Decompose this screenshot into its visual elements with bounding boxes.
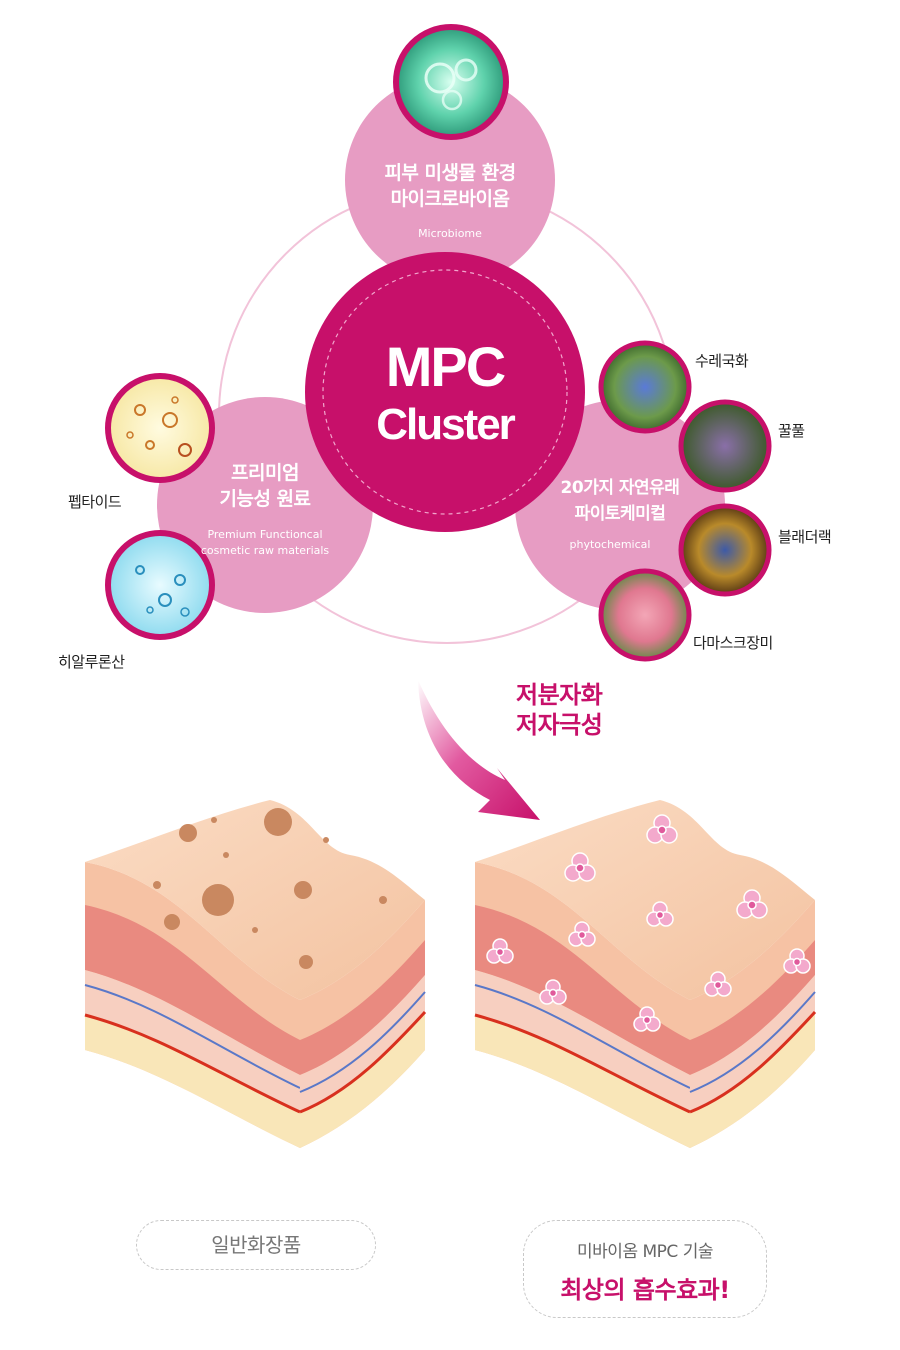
- phyto-subtitle: phytochemical: [569, 538, 651, 551]
- premium-subtitle: Premium Functioncal cosmetic raw materia…: [165, 527, 365, 559]
- label-selfheal: 꿀풀: [778, 422, 805, 440]
- arrow-caption: 저분자화 저자극성: [516, 680, 603, 740]
- label-damask-rose: 다마스크장미: [693, 634, 773, 652]
- selfheal-photo: [678, 399, 772, 493]
- peptide-photo: [105, 373, 215, 483]
- microbiome-title: 피부 미생물 환경 마이크로바이옴: [350, 160, 550, 212]
- arrow-caption-line2: 저자극성: [516, 711, 603, 739]
- bladderwrack-photo: [678, 503, 772, 597]
- premium-subtitle-line2: cosmetic raw materials: [200, 544, 330, 557]
- label-hyaluronic: 히알루론산: [58, 653, 125, 671]
- caption-mpc-line2: 최상의 흡수효과!: [560, 1276, 730, 1304]
- caption-mpc: 미바이옴 MPC 기술 최상의 흡수효과!: [523, 1220, 767, 1318]
- hyaluronic-photo: [105, 530, 215, 640]
- premium-title-line1: 프리미엄: [231, 462, 299, 484]
- cornflower-photo: [598, 340, 692, 434]
- microbiome-subtitle: Microbiome: [418, 227, 482, 240]
- arrow-caption-line1: 저분자화: [516, 681, 603, 709]
- phyto-title-line2: 파이토케미컬: [574, 504, 666, 524]
- center-dashed-ring: [322, 269, 568, 515]
- microbiome-title-line2: 마이크로바이옴: [390, 188, 510, 210]
- center-title-line1: MPC: [385, 335, 506, 398]
- skin-block-general: [84, 800, 427, 1148]
- caption-general-text: 일반화장품: [211, 1233, 301, 1257]
- premium-subtitle-line1: Premium Functioncal: [207, 528, 323, 541]
- center-circle: [305, 252, 585, 532]
- premium-title: 프리미엄 기능성 원료: [165, 460, 365, 512]
- skin-block-mpc: [474, 800, 817, 1148]
- caption-mpc-line1: 미바이옴 MPC 기술: [577, 1242, 713, 1262]
- caption-general: 일반화장품: [136, 1220, 376, 1270]
- microbiome-title-line1: 피부 미생물 환경: [384, 162, 516, 184]
- label-bladderwrack: 블래더랙: [778, 528, 832, 546]
- premium-title-line2: 기능성 원료: [219, 488, 311, 510]
- label-cornflower: 수레국화: [695, 352, 749, 370]
- label-peptide: 펩타이드: [68, 493, 122, 511]
- damask-rose-photo: [598, 568, 692, 662]
- phyto-title: 20가지 자연유래 파이토케미컬: [530, 475, 710, 527]
- mpc-particles: [486, 814, 811, 1032]
- microbiome-circle: [345, 75, 555, 285]
- center-title-line2: Cluster: [376, 400, 516, 449]
- process-arrow: [418, 680, 540, 820]
- phyto-title-line1: 20가지 자연유래: [560, 478, 680, 498]
- microbiome-photo: [393, 24, 509, 140]
